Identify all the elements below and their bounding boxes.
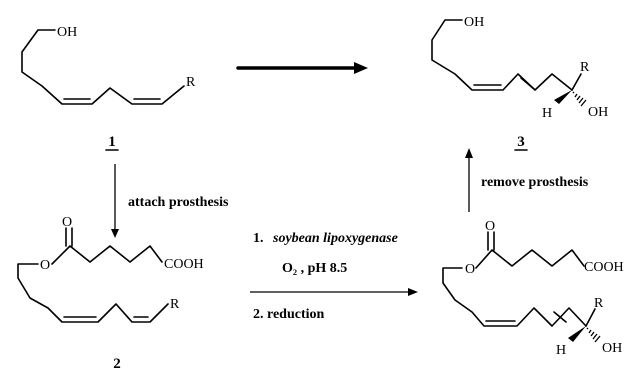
step2-label: 2. reduction [253,307,325,322]
compound-2-skeleton [17,263,169,323]
arrow-attach: attach prosthesis [111,164,229,238]
compound-4-wedge [568,326,586,342]
step1-label: 1. soybean lipoxygenase [253,231,398,246]
compound-3-number: 3 [517,134,525,150]
compound-2-number: 2 [113,356,121,372]
compound-3: OH R H OH 3 [431,15,608,151]
compound-2-r-label: R [170,297,180,312]
compound-3-double-bond-b [520,77,535,90]
compound-3-hashed-bond [572,91,587,107]
compound-2-ester-chain [51,245,163,265]
compound-3-skeleton [431,19,573,91]
compound-4-acid-label: COOH [584,260,624,275]
compound-4-h-label: H [556,343,566,358]
compound-4: O O COOH R H OH [442,219,624,358]
compound-2-carbonyl-o-label: O [62,215,72,230]
compound-2-acid-label: COOH [164,257,204,272]
compound-3-oh-label: OH [464,15,484,30]
compound-1-number: 1 [108,134,116,150]
arrow-1-to-3 [236,62,368,74]
compound-4-oh-label: OH [602,341,622,356]
compound-4-skeleton [442,267,587,327]
attach-prosthesis-label: attach prosthesis [128,195,229,210]
arrow-remove: remove prosthesis [465,148,589,212]
step1-enzyme: soybean lipoxygenase [272,231,398,246]
compound-4-double-bond-b [553,311,567,323]
compound-3-r-label: R [580,60,590,75]
compound-1: OH R 1 [21,25,196,151]
compound-1-r-label: R [186,75,196,90]
compound-3-oh2-label: OH [588,105,608,120]
compound-4-hashed-bond [586,327,601,343]
compound-4-ester-o-label: O [465,262,475,277]
compound-2-ester-o-label: O [40,258,50,273]
reaction-conditions: 1. soybean lipoxygenase O₂ , pH 8.5 2. r… [253,231,398,322]
compound-3-h-label: H [542,106,552,121]
remove-prosthesis-label: remove prosthesis [481,175,589,190]
compound-4-ester-chain [475,249,585,269]
compound-1-skeleton [21,29,185,105]
step1-conditions: O₂ , pH 8.5 [282,261,347,276]
compound-4-r-label: R [594,296,604,311]
compound-3-wedge [554,90,572,104]
arrow-reaction [250,288,418,296]
step1-number: 1. [253,231,264,246]
compound-2: O O COOH R 2 [17,215,204,372]
compound-4-carbonyl-o-label: O [485,219,495,234]
compound-1-oh-label: OH [57,25,77,40]
